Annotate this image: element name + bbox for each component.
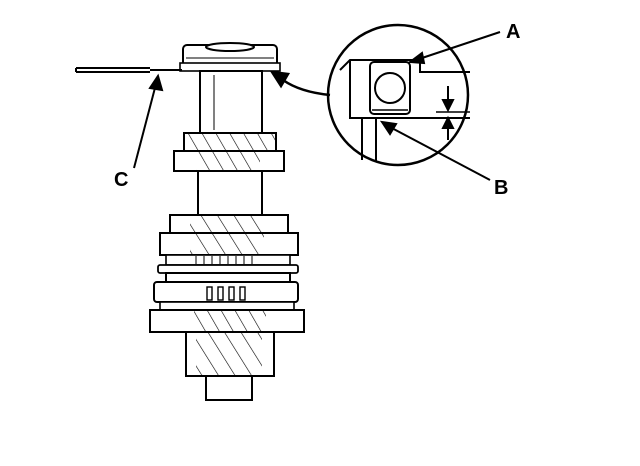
upper-gear [173, 132, 285, 172]
synchro-ring-upper [157, 254, 299, 274]
synchro-hub [153, 272, 299, 311]
callout-b: B [494, 177, 508, 199]
detail-pointer-arrow [269, 70, 331, 97]
leader-c [133, 73, 164, 169]
middle-shaft [197, 170, 263, 216]
top-bearing-cap [179, 42, 281, 72]
upper-shaft [199, 70, 263, 134]
detail-circle [326, 23, 470, 167]
middle-gear [159, 214, 299, 256]
bearing-ball [374, 72, 406, 104]
leader-a [407, 31, 501, 65]
shaft-end [205, 375, 253, 401]
leader-b [379, 120, 491, 181]
callout-c: C [114, 169, 128, 191]
callout-a: A [506, 21, 520, 43]
feeler-gauge [75, 67, 182, 73]
lower-gear [149, 309, 305, 377]
